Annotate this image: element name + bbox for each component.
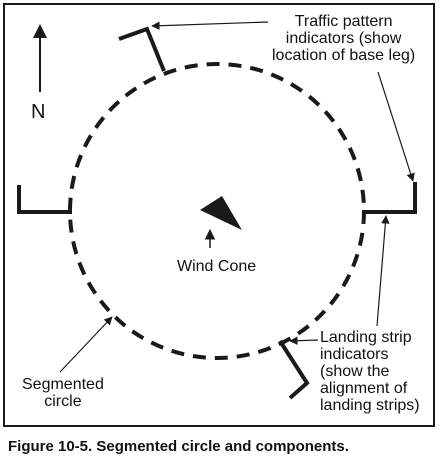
traffic-pattern-label: Traffic pattern indicators (show locatio…	[272, 13, 416, 64]
leader-landing-strip	[376, 215, 390, 327]
figure-caption: Figure 10-5. Segmented circle and compon…	[8, 438, 349, 455]
north-arrow	[33, 24, 47, 92]
wind-cone-icon	[200, 196, 242, 248]
landing-strip-indicator-left	[17, 185, 72, 214]
leader-traffic-right	[377, 71, 415, 182]
landing-strip-label: Landing strip indicators (show the align…	[320, 329, 420, 414]
north-label: N	[31, 101, 46, 123]
leader-segmented-circle	[59, 316, 113, 373]
wind-cone-label: Wind Cone	[177, 258, 257, 275]
traffic-pattern-indicator-top	[118, 26, 166, 72]
segmented-circle-label: Segmented circle	[22, 376, 104, 410]
landing-strip-indicator-bottom	[278, 339, 310, 400]
leader-landing-strip-bottom	[289, 336, 319, 345]
traffic-pattern-indicator-right	[362, 182, 417, 214]
leader-traffic-top	[151, 21, 269, 30]
